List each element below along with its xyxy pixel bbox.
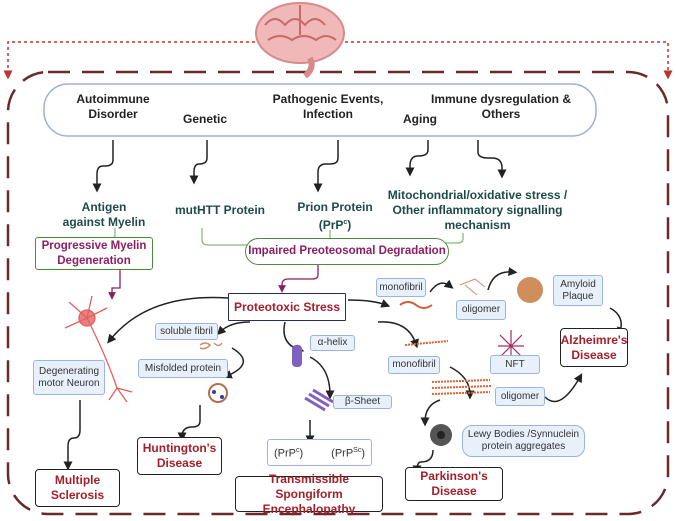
prpc-text: (PrP: [274, 447, 296, 460]
prpsc-close: ): [361, 447, 365, 460]
cause-immune: Immune dysregulation & Others: [430, 92, 572, 121]
prion-label: Prion Protein: [297, 200, 373, 214]
prion-sup: c: [343, 219, 348, 226]
label-beta-sheet: β-Sheet: [333, 395, 392, 409]
antigen-against-myelin: Antigen against Myelin: [62, 200, 146, 229]
cause-genetic: Genetic: [182, 112, 227, 126]
label-monofibril-2: monofibril: [388, 356, 440, 374]
dotted-arrow-left: [3, 41, 255, 80]
monofibril-icon: [399, 301, 433, 309]
prion-close: ): [347, 218, 352, 232]
disease-huntingtons: Huntington's Disease: [137, 437, 222, 475]
proteotoxic-stress: Proteotoxic Stress: [228, 293, 346, 321]
disease-alzheimers: Alzheimre's Disease: [560, 328, 628, 367]
misfolded-protein-icon: [208, 383, 228, 403]
brain-icon: [255, 2, 345, 79]
prpc: (PrPc): [274, 445, 303, 460]
disease-tse: Transmissible Spongiform Encephalopathy: [235, 472, 383, 516]
amyloid-plaque-icon: [517, 277, 543, 303]
cause-autoimmune: Autoimmune Disorder: [76, 92, 150, 121]
mito-stress: Mitochondrial/oxidative stress / Other i…: [387, 188, 568, 232]
dotted-arrow-right: [345, 41, 673, 80]
cause-aging: Aging: [403, 112, 437, 126]
label-lewy-bodies: Lewy Bodies /Synnuclein protein aggregat…: [462, 425, 585, 457]
label-monofibril: monofibril: [376, 278, 426, 297]
label-alpha-helix: α-helix: [310, 335, 355, 351]
label-oligomer-2: oligomer: [495, 387, 545, 406]
beta-sheet-icon: [304, 388, 334, 412]
oligomer-icon: [459, 278, 486, 296]
label-amyloid-plaque: Amyloid Plaque: [553, 275, 603, 306]
dashed-frame: [6, 70, 670, 516]
label-misfolded-protein: Misfolded protein: [138, 359, 228, 378]
disease-parkinsons: Parkinson's Disease: [405, 467, 503, 501]
soluble-fibril-icon: [199, 342, 223, 350]
prpsc: (PrPSc): [331, 445, 365, 460]
prion-conversion: (PrPc) (PrPSc): [267, 439, 372, 466]
label-soluble-fibril: soluble fibril: [155, 323, 218, 340]
prpsc-sup: Sc: [353, 447, 362, 455]
disease-multiple-sclerosis: Multiple Sclerosis: [35, 469, 120, 507]
cause-pathogenic: Pathogenic Events, Infection: [272, 92, 384, 121]
fibril-strands: [404, 340, 493, 395]
prpsc-text: (PrP: [331, 447, 354, 460]
causes-container: [43, 83, 597, 137]
prpc-sup: c: [296, 447, 300, 455]
nft-icon: [498, 330, 524, 360]
motor-neuron-icon: [64, 295, 133, 403]
label-nft: NFT: [490, 355, 540, 374]
prion-protein: Prion Protein (PrPc): [290, 200, 380, 233]
muthtt-protein: mutHTT Protein: [175, 203, 265, 217]
prpc-close: ): [299, 447, 304, 460]
progressive-myelin-degeneration: Progressive Myelin Degeneration: [35, 237, 153, 270]
label-oligomer: oligomer: [456, 300, 506, 320]
impaired-degradation: Impaired Preoteosomal Degradation: [245, 238, 449, 265]
label-degenerating-motor-neuron: Degenerating motor Neuron: [33, 360, 105, 395]
prion-symbol: (PrP: [318, 218, 344, 232]
alpha-helix-icon: [292, 345, 302, 367]
